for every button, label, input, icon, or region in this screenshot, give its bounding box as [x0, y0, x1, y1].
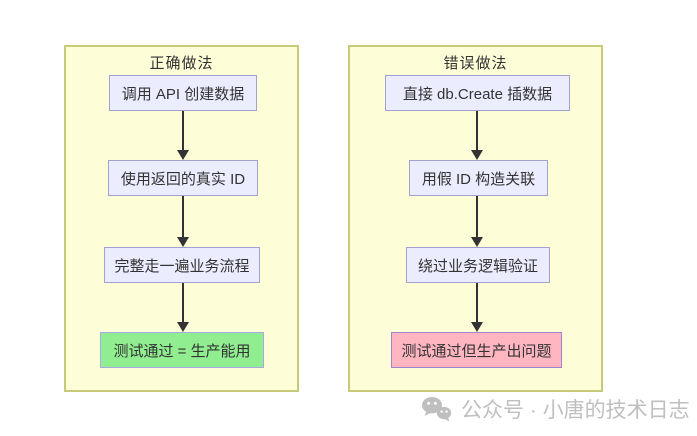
arrow-line [476, 111, 478, 151]
arrow-down-icon [471, 111, 483, 160]
flow-node-call-api: 调用 API 创建数据 [109, 75, 257, 111]
flow-node-fake-id-relations: 用假 ID 构造关联 [409, 160, 548, 196]
flow-node-direct-db-create: 直接 db.Create 插数据 [385, 75, 570, 111]
arrow-down-icon [177, 196, 189, 247]
correct-approach-title: 正确做法 [149, 55, 214, 72]
arrow-down-icon [471, 196, 483, 247]
arrow-head [177, 150, 189, 160]
arrow-down-icon [177, 283, 189, 332]
arrow-line [182, 111, 184, 151]
arrow-line [182, 196, 184, 238]
wechat-icon [422, 396, 452, 421]
arrow-head [471, 322, 483, 332]
flow-node-use-real-id: 使用返回的真实 ID [108, 160, 258, 196]
arrow-line [182, 283, 184, 323]
wrong-approach-panel: 错误做法 直接 db.Create 插数据 用假 ID 构造关联 绕过业务逻辑验… [348, 45, 603, 392]
wrong-approach-title: 错误做法 [443, 55, 508, 72]
arrow-line [476, 283, 478, 323]
flow-node-bypass-business-logic: 绕过业务逻辑验证 [406, 247, 550, 283]
flow-node-test-pass-production-ok: 测试通过 = 生产能用 [100, 332, 264, 368]
flow-node-full-business-flow: 完整走一遍业务流程 [104, 247, 260, 283]
correct-approach-panel: 正确做法 调用 API 创建数据 使用返回的真实 ID 完整走一遍业务流程 测试… [64, 45, 299, 392]
arrow-head [177, 237, 189, 247]
arrow-down-icon [471, 283, 483, 332]
flow-node-test-pass-production-broken: 测试通过但生产出问题 [391, 332, 562, 368]
arrow-head [177, 322, 189, 332]
watermark-text: 公众号 · 小唐的技术日志 [461, 399, 690, 422]
arrow-head [471, 150, 483, 160]
arrow-head [471, 237, 483, 247]
arrow-down-icon [177, 111, 189, 160]
arrow-line [476, 196, 478, 238]
watermark: 公众号 · 小唐的技术日志 [421, 394, 690, 424]
